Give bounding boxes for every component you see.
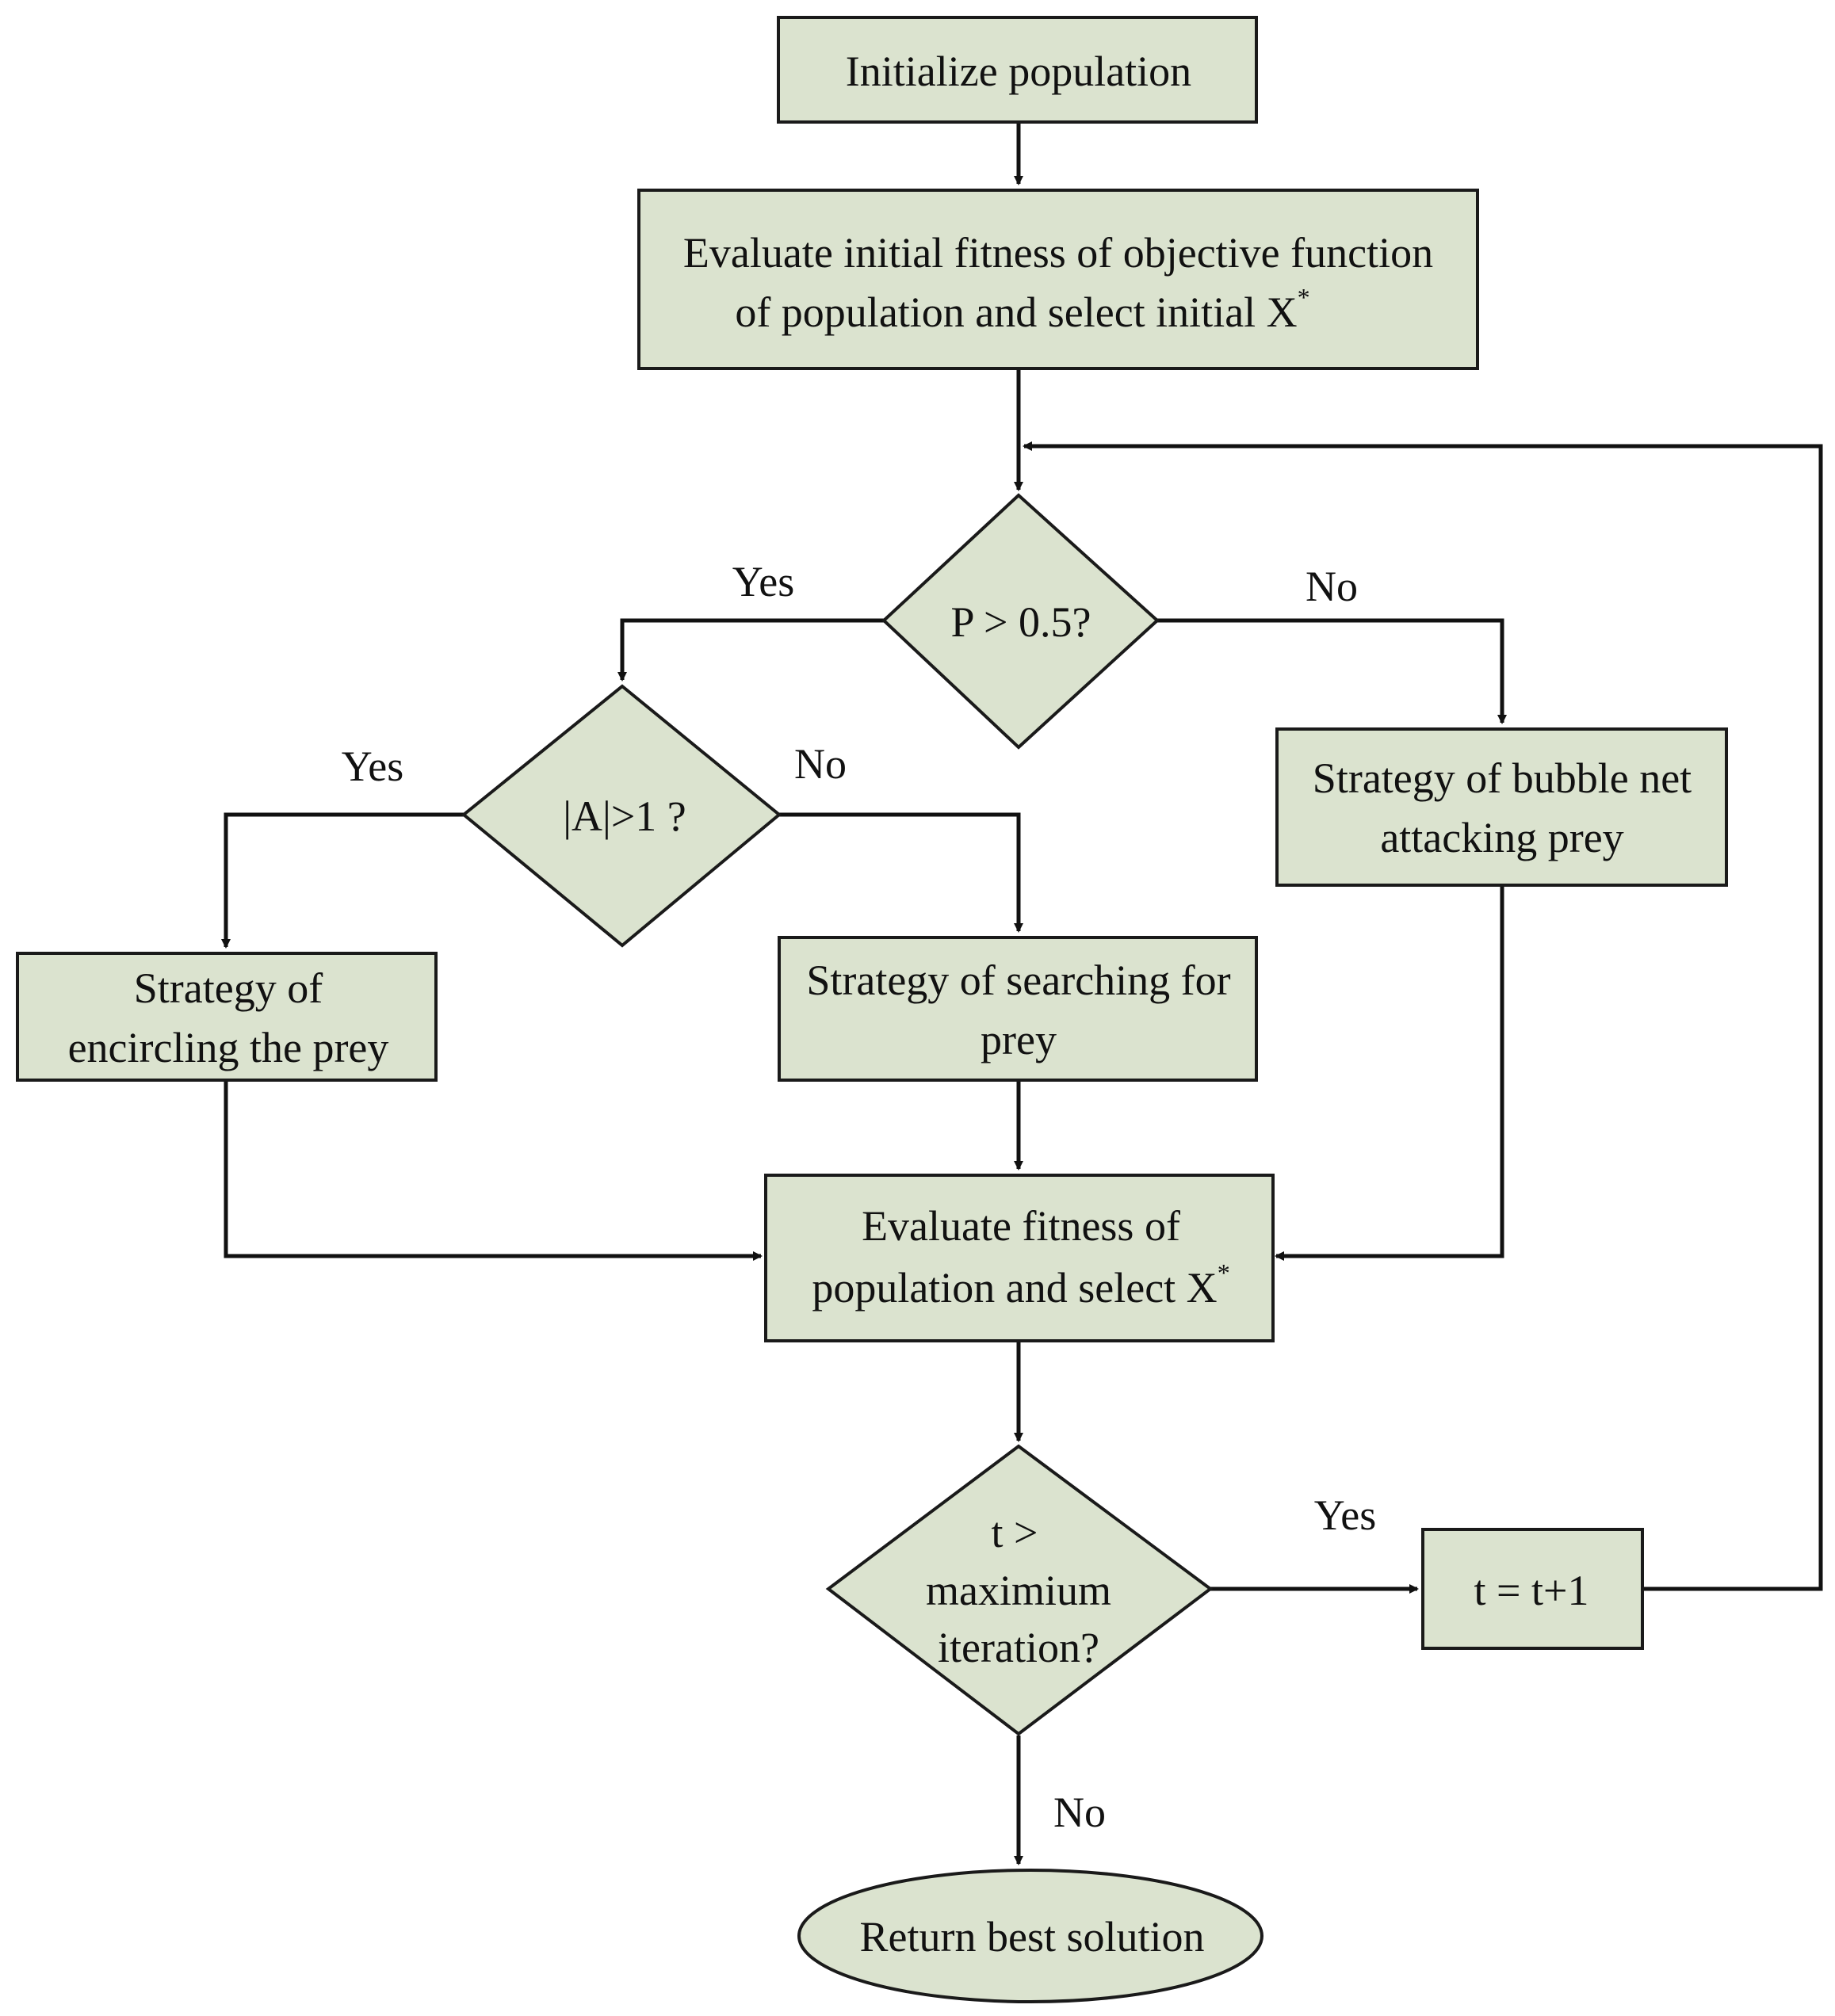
edge-label-t-yes: Yes — [1314, 1491, 1377, 1539]
node-t-decision-line2: maximium — [926, 1567, 1111, 1614]
node-initialize-label: Initialize population — [846, 48, 1191, 95]
edge-label-a-yes: Yes — [342, 743, 404, 790]
node-encircling-strategy: Strategy of encircling the prey — [16, 952, 438, 1082]
node-t-decision-diamond — [825, 1444, 1214, 1736]
node-searching-line2: prey — [981, 1016, 1057, 1063]
arrow-increment-loop-back — [1023, 441, 1823, 1591]
node-bubble-net-line1: Strategy of bubble net — [1313, 754, 1692, 802]
node-evaluate-initial-line2-text: of population and select initial X — [735, 288, 1297, 336]
node-encircling-line2: encircling the prey — [68, 1024, 389, 1071]
node-evaluate-box — [764, 1174, 1275, 1342]
arrow-bubble-net-to-evaluate — [1275, 885, 1504, 1261]
node-evaluate-fitness: Evaluate fitness of population and selec… — [764, 1174, 1275, 1342]
node-t-decision-line3: iteration? — [938, 1624, 1099, 1671]
node-initialize-population: Initialize population — [777, 16, 1258, 124]
node-a-decision-label: |A|>1 ? — [563, 792, 686, 840]
node-return-best-solution: Return best solution — [797, 1869, 1263, 2003]
node-initialize-box — [777, 16, 1258, 124]
node-p-decision-label: P > 0.5? — [951, 598, 1091, 646]
node-p-decision-diamond — [881, 493, 1160, 750]
edge-labels: Yes No Yes No Yes No — [342, 558, 1377, 1836]
node-evaluate-superscript: * — [1218, 1258, 1230, 1287]
node-bubble-net-line2: attacking prey — [1380, 814, 1623, 861]
node-bubble-net-box — [1275, 727, 1728, 887]
node-a-decision-diamond — [461, 684, 782, 948]
arrow-encircling-to-evaluate — [224, 1080, 763, 1261]
node-evaluate-line2-text: population and select X — [812, 1264, 1217, 1312]
node-evaluate-initial-line2: of population and select initial X* — [735, 283, 1309, 336]
node-evaluate-initial-superscript: * — [1298, 283, 1310, 311]
connectors — [221, 123, 1823, 1865]
node-increment-box — [1421, 1528, 1644, 1650]
node-encircling-line1: Strategy of — [134, 964, 323, 1012]
node-searching-strategy: Strategy of searching for prey — [778, 936, 1258, 1082]
node-a-decision: |A|>1 ? — [461, 684, 782, 948]
edge-label-t-no: No — [1053, 1789, 1106, 1836]
edge-label-p-no: No — [1306, 563, 1358, 610]
arrow-p-no-to-bubble-net — [1157, 618, 1507, 724]
node-return-ellipse — [797, 1869, 1263, 2003]
edge-label-p-yes: Yes — [732, 558, 795, 605]
node-evaluate-line2: population and select X* — [812, 1258, 1229, 1312]
edge-label-a-no: No — [794, 740, 847, 788]
node-evaluate-initial-box — [637, 189, 1479, 370]
node-t-decision-line1: t > — [992, 1509, 1038, 1556]
node-encircling-box — [16, 952, 438, 1082]
node-return-label: Return best solution — [860, 1913, 1205, 1961]
node-searching-line1: Strategy of searching for — [806, 956, 1230, 1004]
node-increment: t = t+1 — [1421, 1528, 1644, 1650]
node-evaluate-initial-line1: Evaluate initial fitness of objective fu… — [683, 229, 1433, 277]
node-evaluate-line1: Evaluate fitness of — [862, 1202, 1180, 1250]
node-t-decision: t > maximium iteration? — [825, 1444, 1214, 1736]
node-searching-box — [778, 936, 1258, 1082]
node-bubble-net-strategy: Strategy of bubble net attacking prey — [1275, 727, 1728, 887]
node-increment-label: t = t+1 — [1474, 1567, 1589, 1614]
arrow-a-no-to-searching — [779, 812, 1023, 933]
node-evaluate-initial-fitness: Evaluate initial fitness of objective fu… — [637, 189, 1479, 370]
node-p-decision: P > 0.5? — [881, 493, 1160, 750]
arrow-p-yes-to-a-decision — [617, 618, 884, 682]
arrow-a-yes-to-encircling — [221, 812, 464, 949]
